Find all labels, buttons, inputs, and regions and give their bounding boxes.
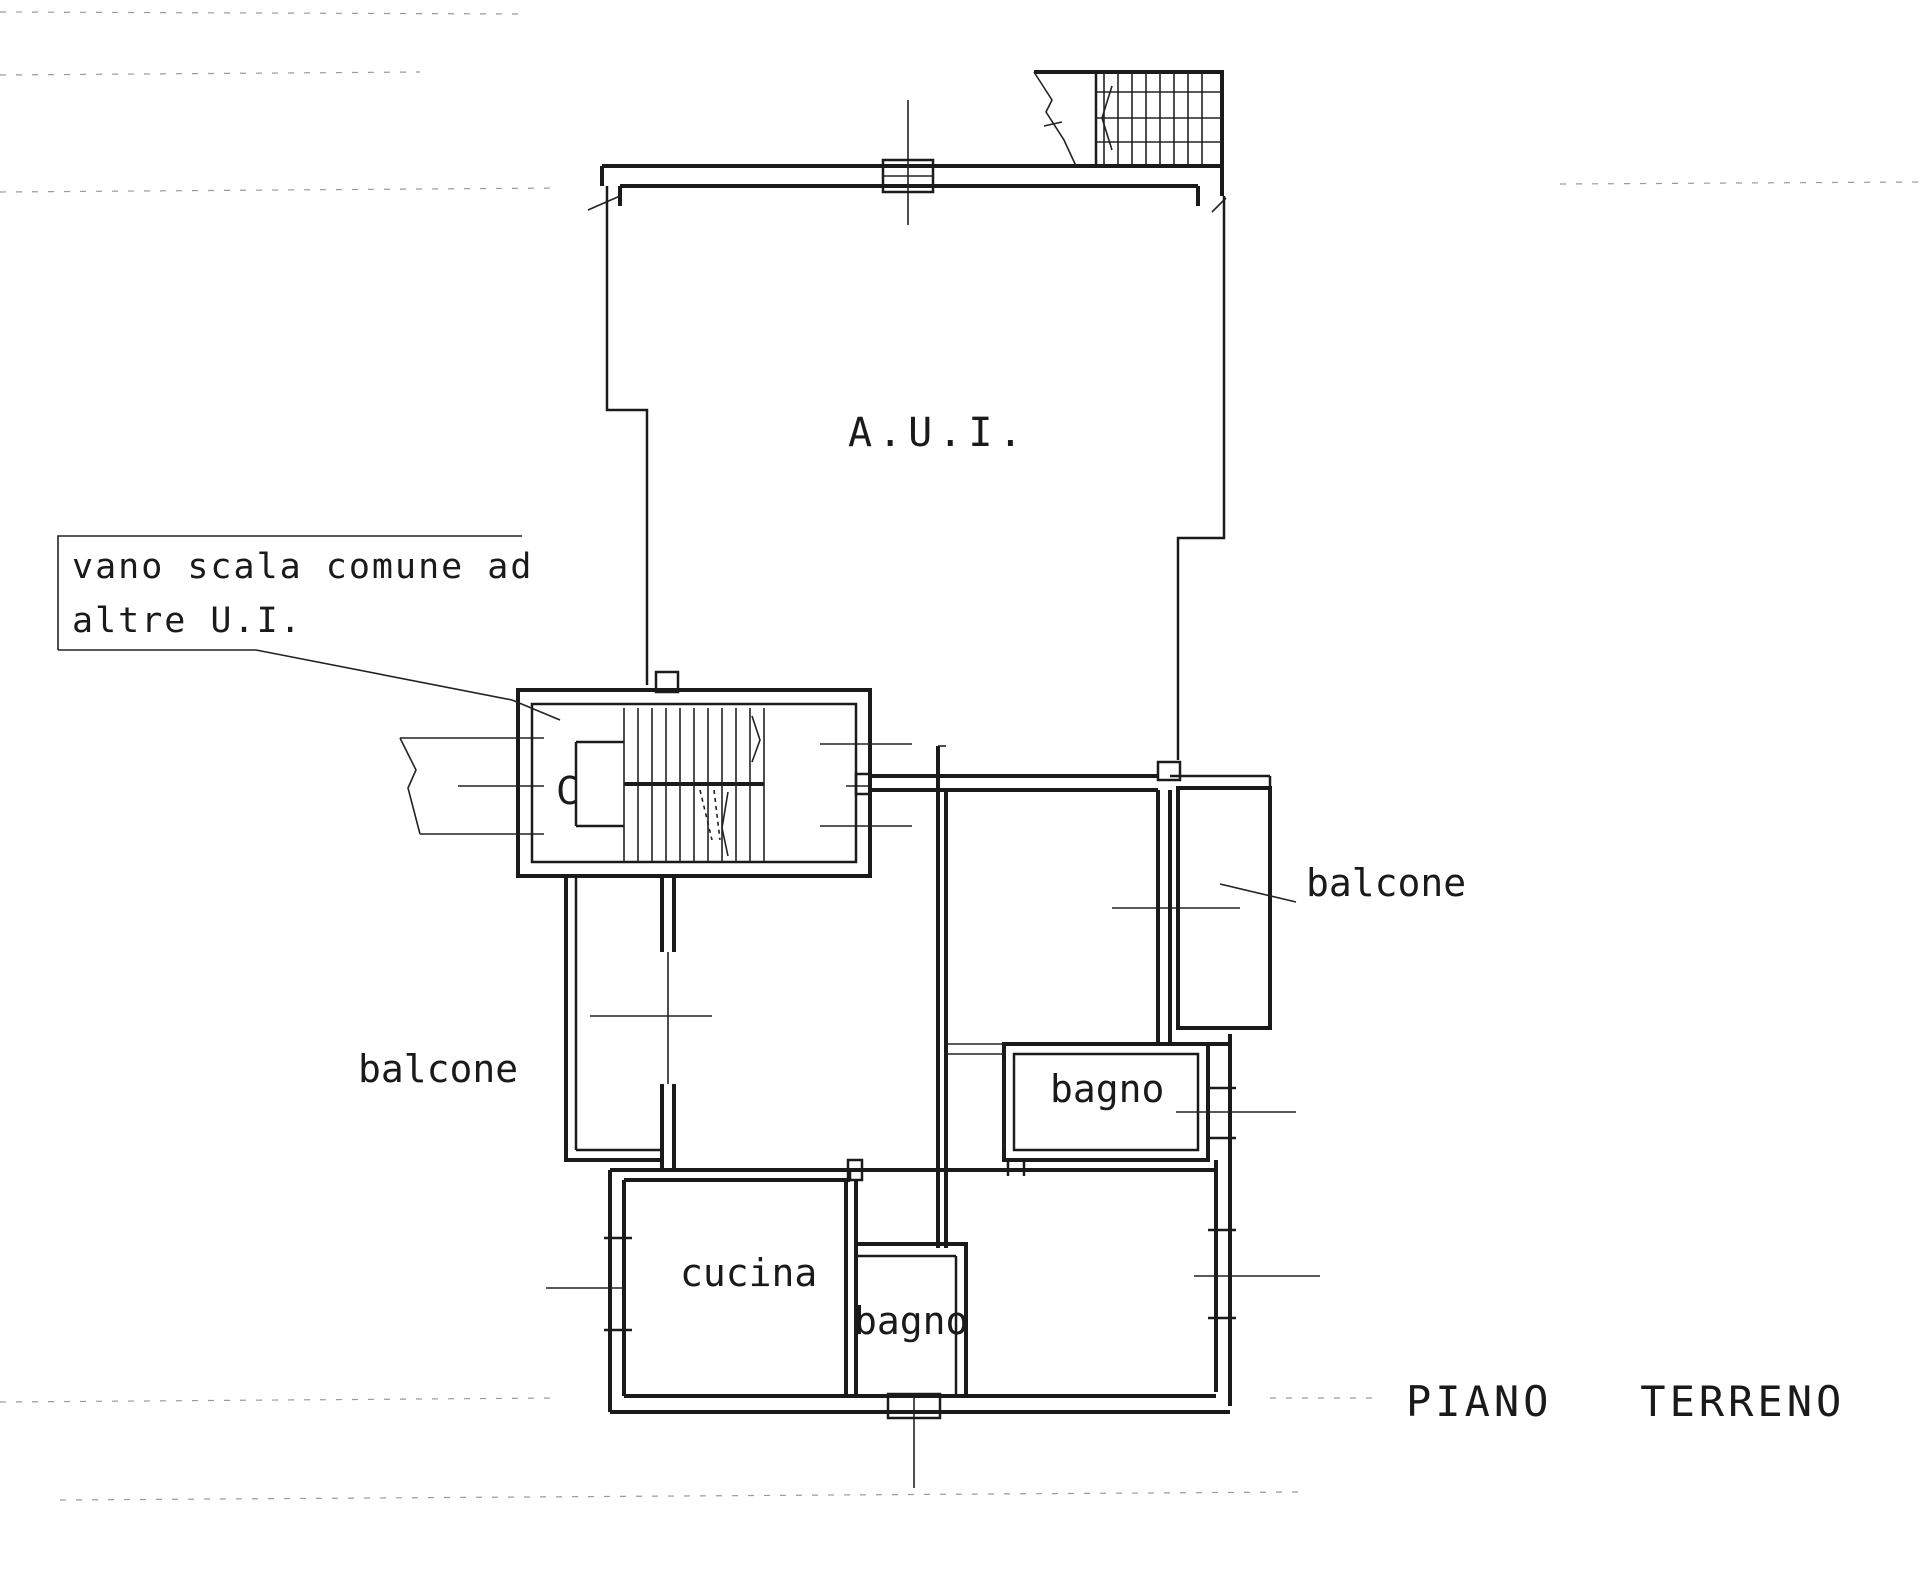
scan-noise [0, 11, 1920, 1501]
room-label-cucina: cucina [680, 1251, 817, 1295]
external-stair [1033, 70, 1224, 167]
window-top [881, 100, 935, 225]
stair-note-line2: altre U.I. [72, 601, 303, 641]
room-label-bagno-upper: bagno [1050, 1067, 1164, 1111]
apartment-walls [546, 745, 1320, 1488]
stair-mark: C [556, 769, 579, 813]
room-label-aui: A.U.I. [848, 410, 1029, 456]
plan-title: PIANO TERRENO H. 2,70 [1406, 1377, 1920, 1426]
room-label-bagno-lower: bagno [854, 1299, 968, 1343]
window-bottom [886, 1392, 942, 1488]
stair-hall: C [399, 670, 912, 878]
room-label-balcone-left: balcone [358, 1047, 518, 1091]
stair-note-line1: vano scala comune ad [72, 547, 533, 587]
stair-note: vano scala comune ad altre U.I. [57, 535, 561, 721]
room-label-balcone-right: balcone [1306, 861, 1466, 905]
